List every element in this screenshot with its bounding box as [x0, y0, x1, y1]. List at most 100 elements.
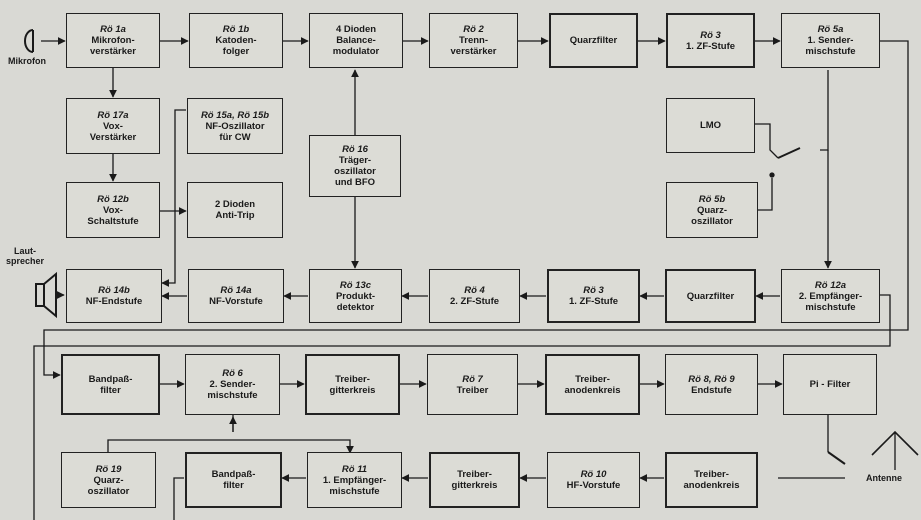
block-text: Treiber- [694, 469, 729, 480]
block-crystal-filter-tx: Quarzfilter [549, 13, 638, 68]
block-text: filter [100, 384, 121, 396]
block-bandpass-filter-tx: Bandpaß-filter [61, 354, 160, 415]
block-text: 2 Dioden [214, 199, 256, 210]
block-text: filter [223, 480, 244, 491]
block-text: Quarz- [696, 204, 728, 216]
block-text: Vox- [103, 120, 123, 132]
tube-reference: Rö 5b [698, 193, 726, 205]
block-text: Treiber- [335, 373, 370, 385]
block-text: verstärker [450, 46, 497, 57]
block-text: und BFO [334, 177, 376, 188]
block-text: Träger- [338, 155, 372, 166]
speaker-label-line-1: Laut- [14, 246, 37, 256]
block-text: LMO [699, 120, 722, 131]
microphone-icon [24, 29, 34, 53]
block-text: Trenn- [458, 35, 489, 46]
tube-reference: Rö 15a, Rö 15b [200, 109, 270, 121]
block-text: Treiber [456, 384, 489, 396]
block-text: NF-Oszillator [205, 120, 265, 132]
block-text: 1. ZF-Stufe [568, 296, 619, 307]
block-text: 1. ZF-Stufe [685, 40, 736, 52]
block-text: oszillator [87, 485, 130, 497]
tube-reference: Rö 12b [97, 193, 129, 205]
block-text: Quarz- [93, 474, 124, 486]
block-text: Produkt- [335, 290, 376, 302]
tube-reference: Rö 17a [97, 109, 129, 121]
speaker-label-line-2: sprecher [6, 256, 45, 266]
tube-reference: Rö 12a [814, 279, 847, 291]
block-text: 2. Empfänger- [798, 290, 863, 302]
tube-reference: Rö 16 [342, 144, 368, 155]
tube-reference: Rö 1a [100, 24, 126, 35]
block-text: Anti-Trip [215, 210, 255, 221]
microphone-label: Mikrofon [8, 56, 46, 66]
tube-reference: Rö 13c [339, 279, 372, 291]
block-bandpass-filter-rx: Bandpaß-filter [185, 452, 282, 508]
tube-reference: Rö 4 [464, 285, 485, 296]
block-text: 2. Sender- [209, 379, 256, 390]
block-text: HF-Vorstufe [566, 480, 621, 491]
tube-reference: Rö 5a [817, 24, 844, 35]
block-text: anodenkreis [683, 480, 740, 491]
tube-reference: Rö 10 [580, 469, 607, 480]
block-text: oszillator [691, 215, 733, 227]
tube-reference: Rö 11 [341, 463, 368, 475]
block-text: Quarzfilter [686, 290, 735, 302]
block-lmo: LMO [666, 98, 755, 153]
block-text: NF-Endstufe [85, 296, 143, 307]
block-driver-grid-rx: Treiber-gitterkreis [429, 452, 520, 508]
speaker-icon [35, 283, 45, 307]
block-text: 2. ZF-Stufe [449, 296, 500, 307]
block-pi-filter: Pi - Filter [783, 354, 877, 415]
block-text: Quarzfilter [569, 35, 618, 46]
block-text: NF-Vorstufe [209, 296, 263, 307]
block-driver-anode-tx: Treiber-anodenkreis [545, 354, 640, 415]
block-text: Pi - Filter [809, 379, 851, 390]
tube-reference: Rö 8, Rö 9 [688, 373, 735, 385]
block-text: mischstufe [805, 46, 856, 57]
block-text: gitterkreis [451, 480, 498, 491]
tube-reference: Rö 6 [222, 368, 243, 379]
block-text: Endstufe [691, 384, 732, 396]
block-text: mischstufe [805, 301, 856, 313]
block-driver-grid-tx: Treiber-gitterkreis [305, 354, 400, 415]
block-text: für CW [219, 131, 251, 143]
block-text: detektor [336, 301, 375, 313]
block-text: mischstufe [329, 485, 380, 497]
block-driver-anode-rx: Treiber-anodenkreis [665, 452, 758, 508]
tube-reference: Rö 14b [98, 285, 130, 296]
tube-reference: Rö 7 [462, 373, 483, 385]
tube-reference: Rö 19 [95, 463, 122, 475]
block-text: Bandpaß- [88, 373, 133, 385]
block-text: Verstärker [89, 131, 137, 143]
block-text: gitterkreis [329, 384, 376, 396]
block-text: Mikrofon- [91, 35, 135, 46]
tube-reference: Rö 3 [583, 285, 604, 296]
block-text: oszillator [334, 166, 376, 177]
block-text: 1. Empfänger- [322, 474, 387, 486]
block-text: modulator [332, 46, 380, 57]
block-text: Katoden- [215, 35, 257, 46]
block-text: Schaltstufe [87, 215, 139, 227]
block-text: Treiber- [575, 373, 610, 385]
